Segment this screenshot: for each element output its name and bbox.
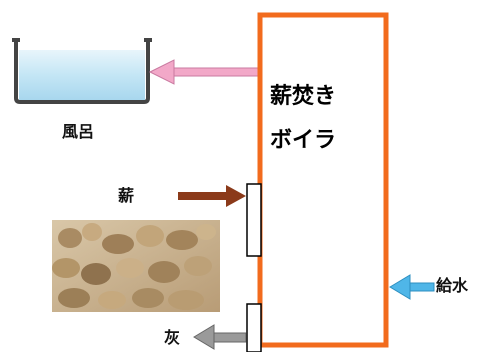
firewood-door bbox=[246, 183, 262, 257]
ash-door bbox=[246, 303, 262, 352]
ash-label: 灰 bbox=[164, 328, 181, 347]
bathtub bbox=[12, 38, 152, 104]
ash-arrow bbox=[193, 324, 247, 350]
boiler-title-line1: 薪焚き bbox=[270, 84, 337, 109]
bathtub-outline bbox=[14, 40, 150, 104]
water-supply-arrow bbox=[389, 274, 435, 300]
bath-water bbox=[19, 50, 145, 100]
bath-label: 風呂 bbox=[62, 122, 95, 141]
firewood-arrow bbox=[178, 185, 246, 207]
hot-water-arrow bbox=[148, 59, 263, 85]
firewood-label: 薪 bbox=[118, 186, 135, 205]
firewood-stack-image bbox=[52, 220, 220, 312]
water-supply-label: 給水 bbox=[436, 276, 469, 295]
boiler-title-line2: ボイラ bbox=[270, 128, 337, 153]
boiler-box bbox=[257, 12, 389, 348]
